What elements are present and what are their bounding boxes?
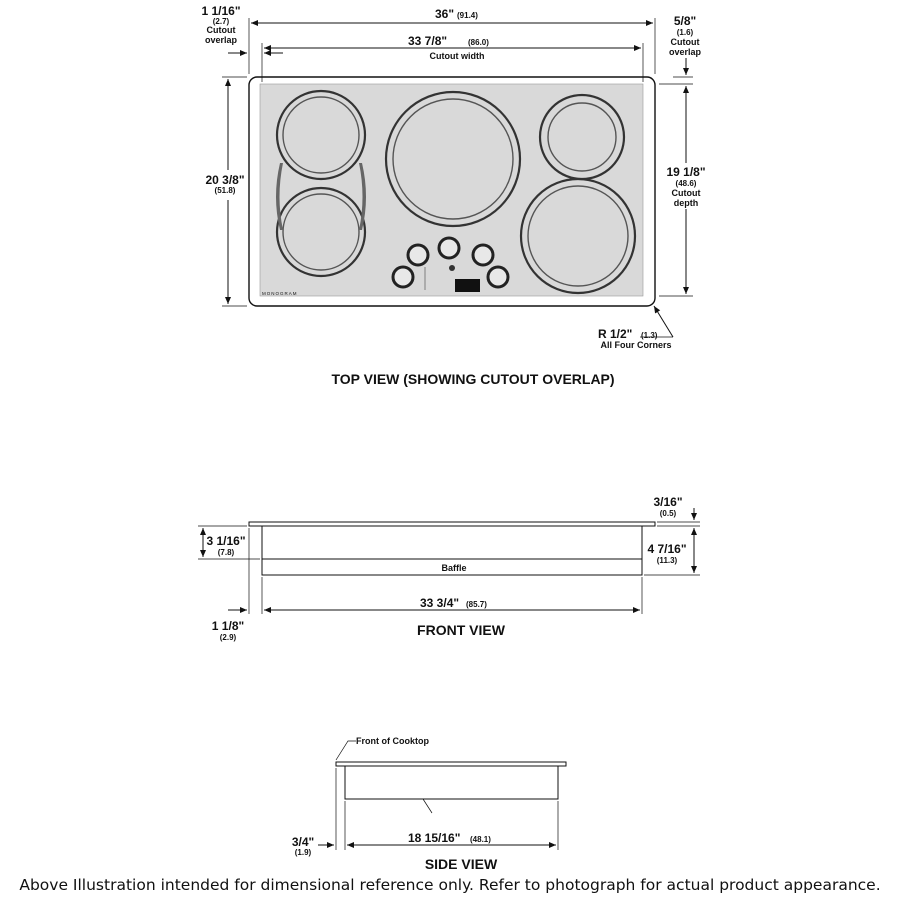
baffle-label: Baffle	[441, 563, 466, 573]
burner-center	[384, 90, 522, 228]
left-overlap-label: Cutout	[207, 25, 236, 35]
right-overlap: 5/8"	[674, 14, 696, 28]
brand-logo: MONOGRAM	[262, 291, 298, 296]
front-view: Baffle 3/16" (0.5) 4 7/16" (11.3) 3 1/16…	[198, 495, 700, 642]
left-overlap: 1 1/16"	[201, 4, 240, 18]
body-width-metric: (85.7)	[466, 600, 487, 609]
burner-right-front	[519, 177, 637, 295]
cutout-width-label: Cutout width	[430, 51, 485, 61]
front-offset-metric: (1.9)	[295, 848, 312, 857]
front-body	[261, 525, 643, 560]
overall-width-metric: (91.4)	[457, 11, 478, 20]
top-thickness-metric: (0.5)	[660, 509, 677, 518]
burner-left-front	[275, 186, 367, 278]
top-view: MONOGRAM 36" (91.4) 33 7/8" (86.0) Cutou…	[201, 4, 705, 387]
cutout-depth: 19 1/8"	[666, 165, 705, 179]
burner-left-rear	[275, 89, 367, 181]
top-view-caption: TOP VIEW (SHOWING CUTOUT OVERLAP)	[331, 371, 614, 387]
corner-radius: R 1/2"	[598, 327, 632, 341]
corner-radius-metric: (1.3)	[641, 331, 658, 340]
right-overlap-label-2: overlap	[669, 47, 702, 57]
front-of-cooktop-label: Front of Cooktop	[356, 736, 429, 746]
knob-icon	[391, 265, 415, 289]
cutout-depth-metric: (48.6)	[676, 179, 697, 188]
side-top-plate	[335, 761, 567, 767]
body-depth: 18 15/16"	[408, 831, 460, 845]
right-height: 4 7/16"	[647, 542, 686, 556]
front-top-plate	[248, 521, 656, 527]
left-offset: 1 1/8"	[212, 619, 244, 633]
left-overlap-metric: (2.7)	[213, 17, 230, 26]
cutout-depth-label: Cutout	[672, 188, 701, 198]
front-view-caption: FRONT VIEW	[417, 622, 506, 638]
left-overlap-label-2: overlap	[205, 35, 238, 45]
right-overlap-metric: (1.6)	[677, 28, 694, 37]
baffle	[261, 558, 643, 576]
top-thickness: 3/16"	[653, 495, 682, 509]
control-panel	[391, 236, 510, 292]
knob-icon	[406, 243, 430, 267]
knob-icon	[471, 243, 495, 267]
left-offset-metric: (2.9)	[220, 633, 237, 642]
front-offset: 3/4"	[292, 835, 314, 849]
body-depth-metric: (48.1)	[470, 835, 491, 844]
cutout-width: 33 7/8"	[408, 34, 447, 48]
knob-icon	[437, 236, 461, 260]
overall-depth: 20 3/8"	[205, 173, 244, 187]
corner-radius-label: All Four Corners	[600, 340, 671, 350]
overall-depth-metric: (51.8)	[215, 186, 236, 195]
knob-icon	[486, 265, 510, 289]
burners	[275, 89, 637, 295]
cutout-width-metric: (86.0)	[468, 38, 489, 47]
cooktop-glass	[259, 83, 644, 297]
side-body	[344, 765, 559, 800]
cutout-depth-label-2: depth	[674, 198, 699, 208]
left-height-metric: (7.8)	[218, 548, 235, 557]
display-panel	[455, 279, 480, 292]
disclaimer-text: Above Illustration intended for dimensio…	[19, 876, 881, 894]
overall-width: 36"	[435, 7, 454, 21]
right-overlap-label: Cutout	[671, 37, 700, 47]
side-view-caption: SIDE VIEW	[425, 856, 498, 872]
side-view: Front of Cooktop 18 15/16" (48.1) 3/4" (…	[292, 736, 567, 872]
body-width: 33 3/4"	[420, 596, 459, 610]
left-height: 3 1/16"	[206, 534, 245, 548]
right-height-metric: (11.3)	[657, 556, 678, 565]
